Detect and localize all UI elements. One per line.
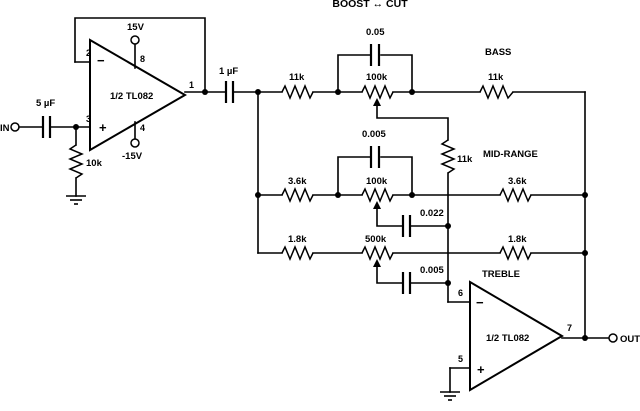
treble-right-res-label: 1.8k	[508, 234, 527, 245]
opamp-1	[89, 38, 187, 152]
bass-cap-label: 0.05	[366, 27, 385, 38]
ground-symbol	[440, 391, 460, 401]
mid-wiper-capacitor	[401, 215, 412, 237]
pin-label: 6	[458, 288, 463, 298]
treble-right-resistor	[499, 245, 532, 261]
mid-left-res-label: 3.6k	[288, 176, 307, 187]
minus-sign: −	[97, 53, 105, 68]
mid-pot	[361, 187, 394, 203]
treble-left-res-label: 1.8k	[288, 234, 307, 245]
mid-section-label: MID-RANGE	[483, 149, 538, 160]
mid-wiper-cap-label: 0.022	[420, 208, 444, 219]
output-label: OUT	[620, 334, 640, 345]
pin-label: 4	[140, 123, 145, 133]
bass-right-resistor	[479, 84, 514, 100]
feedback-wire	[74, 17, 206, 93]
mid-left-resistor	[281, 187, 314, 203]
output-terminal	[608, 333, 618, 343]
treble-wiper-cap-label: 0.005	[420, 265, 444, 276]
pin-label: 1	[189, 80, 194, 90]
bass-pot-label: 100k	[366, 72, 388, 83]
bass-left-res-label: 11k	[289, 72, 305, 83]
treble-wiper-capacitor	[401, 272, 412, 294]
mid-right-res-label: 3.6k	[508, 176, 527, 187]
input-cap-label: 5 µF	[36, 98, 55, 109]
pin-label: 3	[86, 114, 91, 124]
input-terminal	[10, 122, 20, 132]
junction-dot	[445, 280, 451, 286]
bass-capacitor	[369, 44, 381, 66]
input-label: IN	[0, 123, 10, 134]
treble-wiper-wire	[376, 266, 403, 284]
pin-label: 8	[140, 54, 145, 64]
input-res-label: 10k	[86, 158, 103, 169]
vplus-label: 15V	[127, 22, 145, 33]
vminus-terminal	[130, 138, 140, 148]
mid-pot-label: 100k	[366, 176, 388, 187]
bass-feed-res-label: 11k	[457, 154, 473, 165]
treble-pot-label: 500k	[365, 234, 387, 245]
input-bias-resistor	[68, 144, 84, 179]
plus-sign: +	[99, 120, 107, 135]
junction-dot	[202, 89, 208, 95]
bass-wiper-arrow	[373, 98, 381, 106]
opamp-2	[469, 280, 564, 392]
bass-wiper-wire	[376, 105, 449, 141]
plus-sign: +	[477, 362, 485, 377]
bass-left-resistor	[281, 84, 314, 100]
wire	[337, 54, 371, 93]
mid-wiper-arrow	[373, 201, 381, 209]
opamp-2-label: 1/2 TL082	[486, 333, 529, 344]
pin-label: 7	[567, 323, 572, 333]
treble-left-resistor	[281, 245, 314, 261]
bass-pot	[361, 84, 394, 100]
coupling-capacitor	[224, 81, 235, 103]
wire	[337, 156, 371, 196]
treble-wiper-arrow	[373, 259, 381, 267]
treble-section-label: TREBLE	[482, 269, 520, 280]
junction-dot	[445, 223, 451, 229]
mid-top-cap-label: 0.005	[362, 129, 386, 140]
bass-feed-resistor	[440, 139, 456, 174]
ground-symbol	[66, 195, 86, 205]
pin-label: 5	[458, 354, 463, 364]
wire	[380, 156, 413, 196]
bass-right-res-label: 11k	[488, 72, 504, 83]
wire	[380, 54, 413, 93]
mid-bridge-capacitor	[369, 146, 381, 168]
vminus-label: -15V	[122, 151, 143, 162]
input-capacitor	[41, 116, 52, 138]
mid-wiper-wire	[376, 208, 403, 227]
treble-pot	[361, 245, 394, 261]
vplus-terminal	[130, 35, 140, 45]
coupling-cap-label: 1 µF	[219, 66, 238, 77]
opamp-1-label: 1/2 TL082	[110, 91, 153, 102]
minus-sign: −	[476, 295, 484, 310]
mid-right-resistor	[499, 187, 532, 203]
pin-label: 2	[86, 48, 91, 58]
bass-section-label: BASS	[485, 47, 511, 58]
boost-cut-title: BOOST ↔ CUT	[332, 0, 408, 10]
